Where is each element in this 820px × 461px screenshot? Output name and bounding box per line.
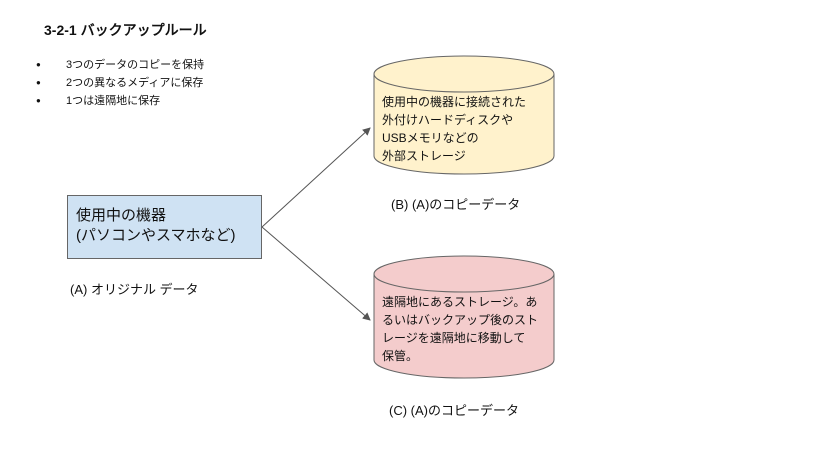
arrow-to-c (261, 226, 371, 321)
copy-c-caption: (C) (A)のコピーデータ (389, 403, 519, 418)
cylinder-b-shape (373, 55, 555, 175)
copy-b-description: 使用中の機器に接続された 外付けハードディスクや USBメモリなどの 外部ストレ… (382, 95, 527, 163)
original-device-sublabel: (パソコンやスマホなど) (76, 227, 236, 244)
arrow-to-b (261, 127, 371, 228)
rule-list: 3つのデータのコピーを保持 2つの異なるメディアに保存 1つは遠隔地に保存 (36, 56, 204, 110)
rule-item: 3つのデータのコピーを保持 (36, 56, 204, 74)
cylinder-c-shape (373, 255, 555, 379)
copy-c-cylinder: 遠隔地にあるストレージ。あ るいはバックアップ後のスト レージを遠隔地に移動して… (373, 255, 555, 379)
original-device-box: 使用中の機器 (パソコンやスマホなど) (67, 195, 262, 259)
copy-b-cylinder: 使用中の機器に接続された 外付けハードディスクや USBメモリなどの 外部ストレ… (373, 55, 555, 175)
rule-item: 2つの異なるメディアに保存 (36, 74, 204, 92)
copy-c-description: 遠隔地にあるストレージ。あ るいはバックアップ後のスト レージを遠隔地に移動して… (382, 295, 539, 363)
page-title: 3-2-1 バックアップルール (44, 22, 207, 38)
original-device-label: 使用中の機器 (76, 207, 167, 224)
rule-item: 1つは遠隔地に保存 (36, 92, 204, 110)
copy-b-caption: (B) (A)のコピーデータ (391, 197, 521, 212)
original-caption: (A) オリジナル データ (70, 282, 199, 297)
